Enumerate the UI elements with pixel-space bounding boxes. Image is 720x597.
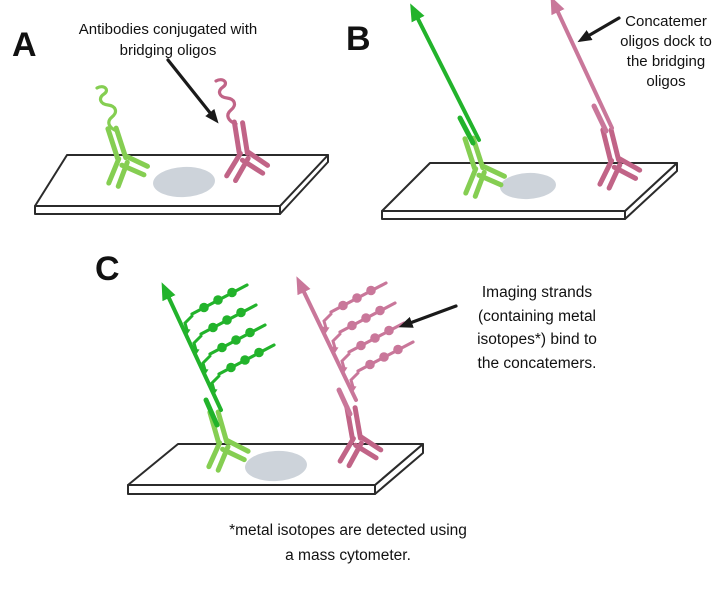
green-concatemer-icon [410, 3, 481, 146]
tissue-sample-b [500, 172, 556, 200]
caption-a-pointer-arrow [166, 58, 219, 124]
panel-b-graphic [381, 0, 678, 220]
green-concatemer-icon [161, 282, 223, 428]
pink-imaging-strands-icon [320, 281, 415, 396]
panel-a-graphic [34, 58, 329, 215]
pink-concatemer-icon [296, 276, 358, 417]
green-imaging-strands-icon [181, 283, 276, 399]
bridging-oligo-green-icon [95, 85, 119, 133]
panel-c-label: C [95, 250, 120, 288]
panel-a-caption: Antibodies conjugated with bridging olig… [78, 21, 258, 59]
pink-concatemer-icon [550, 0, 614, 134]
tissue-sample-c [245, 450, 307, 482]
tissue-sample-a [153, 166, 215, 198]
caption-b-pointer-arrow [577, 16, 621, 43]
bridging-oligo-pink-icon [214, 78, 238, 126]
panel-b-label: B [346, 20, 371, 58]
caption-c-pointer-arrow [398, 304, 458, 328]
panel-a-label: A [12, 26, 37, 64]
panel-c-graphic [127, 276, 458, 495]
footnote: *metal isotopes are detected using a mas… [229, 522, 467, 564]
panel-c-caption: Imaging strands (containing metal isotop… [477, 284, 597, 372]
panel-b-caption: Concatemer oligos dock to the bridging o… [620, 13, 712, 90]
